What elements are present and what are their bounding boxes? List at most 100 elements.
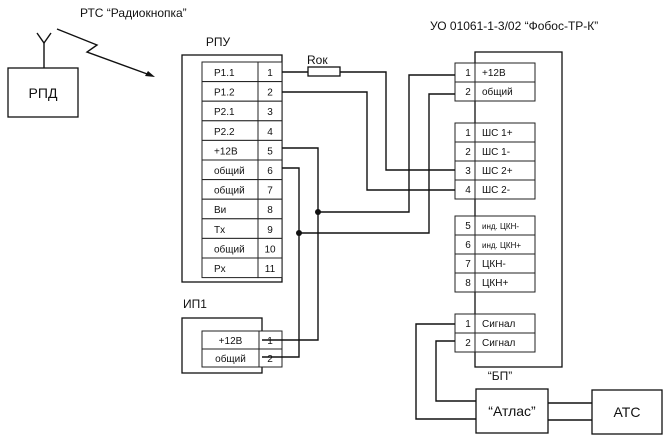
pin-name: ШС 2+	[482, 166, 513, 177]
wire-resistor-shs2plus	[340, 71, 455, 171]
pin-name: P1.2	[214, 88, 235, 99]
uo-pin-row: 2 Сигнал	[454, 332, 536, 353]
uo-pin-row: 3 ШС 2+	[454, 160, 536, 181]
bp-label: “БП”	[488, 369, 513, 383]
wire-signal2-atlas	[435, 340, 476, 402]
rpu-pin-row: Px 11	[201, 257, 283, 279]
pin-number: 10	[264, 244, 276, 255]
pin-name: Tx	[214, 225, 225, 236]
rpd-label: РПД	[29, 85, 58, 101]
antenna-icon	[36, 32, 52, 45]
ats-box	[591, 389, 663, 435]
pin-number: 2	[267, 354, 273, 365]
wire-signal1-atlas	[415, 323, 476, 420]
rpd-block: РПД	[7, 32, 79, 118]
pin-name: Сигнал	[482, 319, 516, 330]
pin-name-cell	[201, 198, 259, 220]
pin-number: 7	[465, 259, 471, 270]
pin-number-cell	[258, 348, 283, 368]
pin-number: 1	[465, 128, 471, 139]
pin-name: +12В	[219, 336, 243, 347]
wire-rpu6-uogeneral	[282, 93, 455, 234]
resistor-label: Rок	[307, 53, 328, 67]
radio-zigzag-icon	[56, 28, 151, 76]
wire-ip1-general	[262, 233, 300, 358]
rpu-pin-row: Ви 8	[201, 198, 283, 220]
pin-number-cell	[257, 257, 283, 279]
resistor-rok-icon	[307, 66, 341, 77]
pin-name-cell	[201, 218, 259, 239]
junction-dot	[296, 230, 302, 236]
uo-pin-row: 1 +12В	[454, 62, 536, 83]
pin-number: 3	[267, 107, 273, 118]
rpu-pin-row: P2.2 4	[201, 120, 283, 141]
rpu-pin-row: Tx 9	[201, 218, 283, 239]
pin-number: 5	[465, 221, 471, 232]
atlas-box	[475, 388, 549, 434]
rpd-box	[7, 67, 79, 118]
pin-name: Px	[214, 264, 226, 275]
pin-number: 8	[267, 205, 273, 216]
pin-number: 7	[267, 186, 273, 197]
pin-name: ШС 1+	[482, 128, 513, 139]
pin-name: Ви	[214, 205, 226, 216]
pin-name: P1.1	[214, 68, 235, 79]
wire-rpu5-uo12v	[282, 74, 455, 213]
pin-name: ШС 1-	[482, 147, 510, 158]
pin-name: +12В	[482, 68, 506, 79]
pin-name: +12В	[214, 146, 238, 157]
pin-number: 2	[465, 338, 471, 349]
rpu-pin-row: P1.2 2	[201, 81, 283, 102]
pin-name: инд. ЦКН+	[482, 241, 521, 250]
wire-ip1-12v	[262, 212, 319, 341]
ip1-title: ИП1	[183, 297, 207, 311]
pin-number: 1	[465, 68, 471, 79]
pin-name: инд. ЦКН-	[482, 222, 519, 231]
rts-title: РТС “Радиокнопка”	[80, 6, 187, 20]
pin-number: 9	[267, 225, 273, 236]
pin-name-cell	[474, 81, 536, 102]
pin-number: 3	[465, 166, 471, 177]
uo-box	[474, 51, 563, 368]
pin-number: 11	[265, 264, 276, 275]
wire-rpu2-shs2minus	[282, 91, 455, 191]
pin-name-cell	[201, 257, 259, 279]
arrow-head-icon	[145, 71, 155, 77]
pin-name: общий	[214, 243, 245, 255]
pin-name: P2.2	[214, 127, 235, 138]
pin-number: 2	[267, 88, 273, 99]
atlas-label: “Атлас”	[488, 403, 536, 419]
pin-name-cell	[474, 332, 536, 353]
pin-name-cell	[474, 179, 536, 200]
pin-number: 1	[267, 336, 273, 347]
pin-number: 4	[267, 127, 273, 138]
rpu-title: РПУ	[206, 35, 231, 49]
pin-name: Сигнал	[482, 338, 516, 349]
rpu-pin-row: общий 10	[201, 237, 283, 259]
wires	[262, 71, 476, 420]
ats-label: АТС	[614, 404, 641, 420]
pin-number: 6	[267, 166, 273, 177]
pin-name: ЦКН+	[482, 278, 508, 289]
pin-name: общий	[482, 86, 513, 98]
junction-dot	[315, 209, 321, 215]
